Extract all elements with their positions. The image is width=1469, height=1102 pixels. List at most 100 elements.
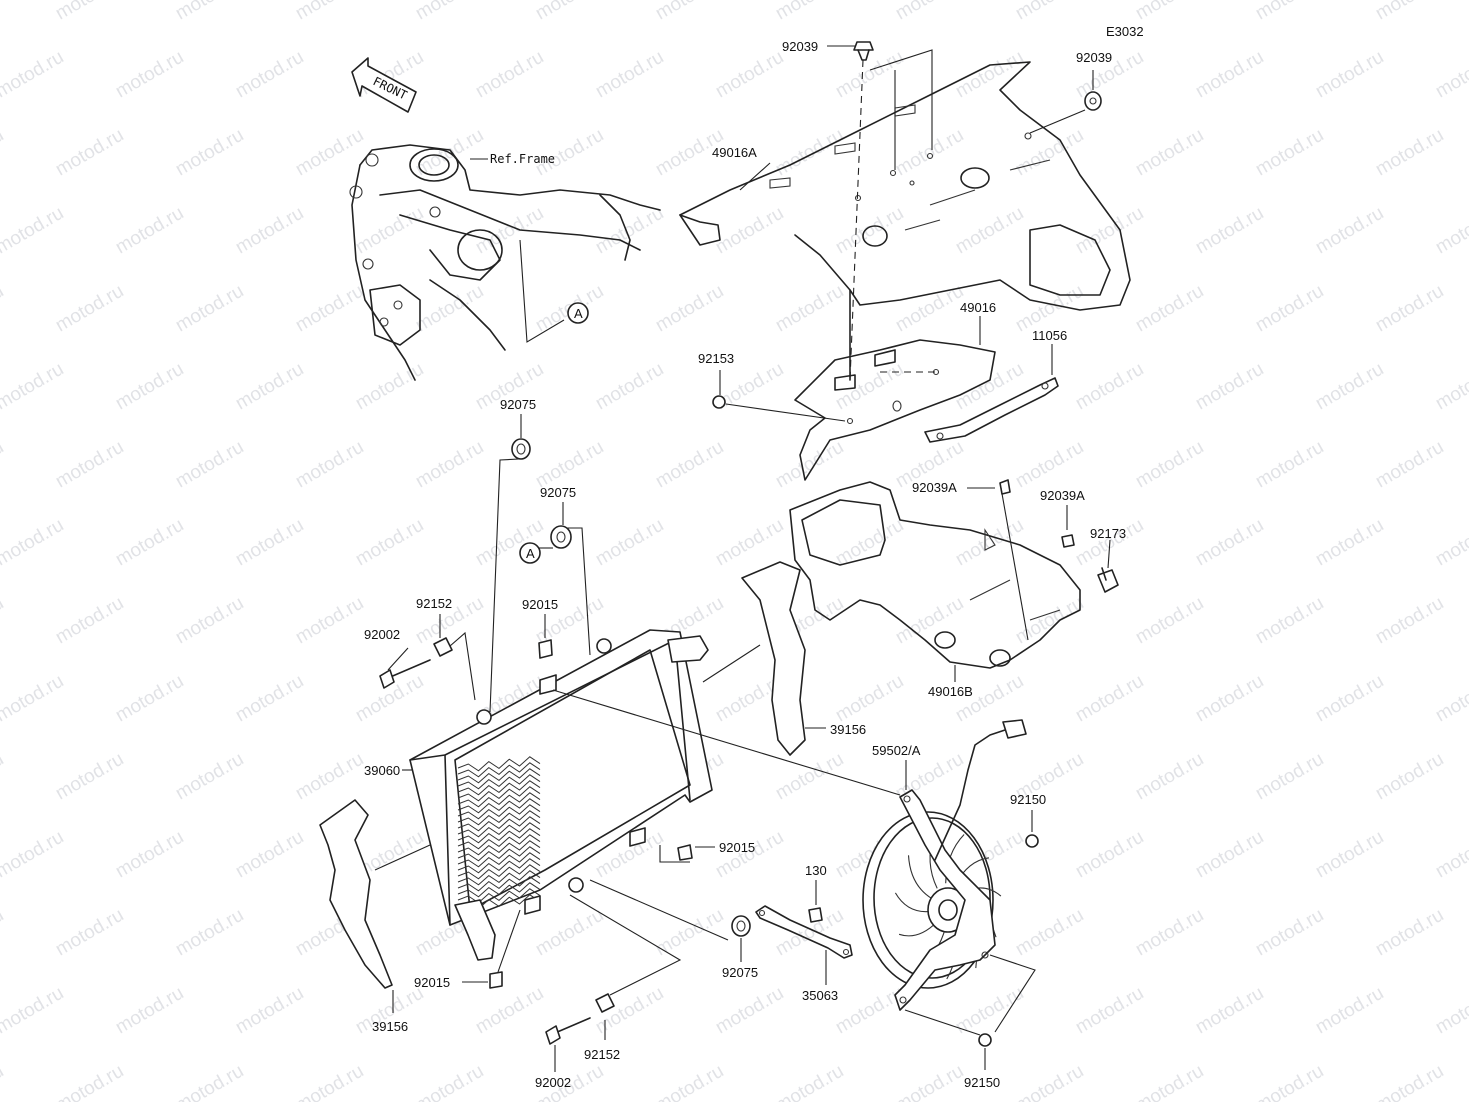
watermark-text: motod.ru	[952, 515, 1027, 571]
watermark-text: motod.ru	[1372, 1061, 1447, 1102]
side-cover-39156-left	[319, 799, 393, 989]
watermark-text: motod.ru	[1372, 281, 1447, 337]
leader-lines	[374, 45, 1111, 1072]
label-92015-mid: 92015	[719, 840, 755, 855]
watermark-text: motod.ru	[0, 203, 67, 259]
label-92075-c: 92075	[722, 965, 758, 980]
watermark-text: motod.ru	[1252, 281, 1327, 337]
watermark-text: motod.ru	[0, 593, 7, 649]
watermark-text: motod.ru	[1252, 749, 1327, 805]
radiator-fins	[457, 756, 541, 910]
label-92153: 92153	[698, 351, 734, 366]
watermark-text: motod.ru	[1132, 0, 1207, 24]
callout-a-lower: A	[519, 542, 541, 564]
label-92039-top: 92039	[782, 39, 818, 54]
watermark-text: motod.ru	[292, 437, 367, 493]
watermark-text: motod.ru	[892, 1061, 967, 1102]
watermark-text: motod.ru	[232, 203, 307, 259]
bracket-35063	[755, 905, 853, 959]
watermark-text: motod.ru	[0, 905, 7, 961]
watermark-text: motod.ru	[1072, 359, 1147, 415]
label-92015-bottom: 92015	[414, 975, 450, 990]
label-92150-upper: 92150	[1010, 792, 1046, 807]
watermark-text: motod.ru	[712, 203, 787, 259]
watermark-text: motod.ru	[1132, 125, 1207, 181]
watermark-text: motod.ru	[112, 671, 187, 727]
label-59502a: 59502/A	[872, 743, 921, 758]
label-11056: 11056	[1032, 328, 1067, 343]
ref-frame-label: Ref.Frame	[490, 152, 555, 166]
label-92075-a: 92075	[500, 397, 536, 412]
watermark-text: motod.ru	[532, 437, 607, 493]
frame-drawing: Ref.Frame A	[349, 144, 661, 381]
radiator-fin	[457, 822, 541, 838]
watermark-text: motod.ru	[0, 1061, 7, 1102]
watermark-text: motod.ru	[412, 437, 487, 493]
watermark-text: motod.ru	[592, 359, 667, 415]
label-92002-top: 92002	[364, 627, 400, 642]
watermark-text: motod.ru	[112, 827, 187, 883]
watermark-text: motod.ru	[592, 203, 667, 259]
watermark-text: motod.ru	[472, 983, 547, 1039]
watermark-text: motod.ru	[0, 359, 67, 415]
radiator-fin	[457, 780, 541, 796]
part-labels: E3032 92039 92039 49016A 49016 11056 921…	[364, 24, 1144, 1090]
radiator-fin	[457, 768, 541, 784]
watermark-text: motod.ru	[1252, 437, 1327, 493]
watermark-text: motod.ru	[1012, 437, 1087, 493]
watermark-text: motod.ru	[1312, 827, 1387, 883]
watermark-text: motod.ru	[1252, 593, 1327, 649]
watermark-text: motod.ru	[232, 515, 307, 571]
watermark-text: motod.ru	[652, 0, 727, 24]
watermark-text: motod.ru	[1432, 203, 1469, 259]
watermark-text: motod.ru	[0, 0, 7, 24]
watermark-text: motod.ru	[1192, 983, 1267, 1039]
watermark-text: motod.ru	[172, 125, 247, 181]
watermark-text: motod.ru	[772, 125, 847, 181]
watermark-text: motod.ru	[1252, 1061, 1327, 1102]
watermark-text: motod.ru	[1132, 749, 1207, 805]
radiator-fin	[457, 792, 541, 808]
watermark-text: motod.ru	[1192, 671, 1267, 727]
radiator-fin	[457, 864, 541, 880]
watermark-text: motod.ru	[112, 983, 187, 1039]
watermark-text: motod.ru	[772, 281, 847, 337]
watermark-text: motod.ru	[832, 359, 907, 415]
watermark-text: motod.ru	[172, 281, 247, 337]
watermark-text: motod.ru	[112, 359, 187, 415]
watermark-text: motod.ru	[352, 515, 427, 571]
radiator-fin	[457, 882, 541, 898]
watermark-text: motod.ru	[1252, 0, 1327, 24]
watermark-text: motod.ru	[352, 359, 427, 415]
watermark-text: motod.ru	[472, 515, 547, 571]
watermark-text: motod.ru	[232, 671, 307, 727]
watermark-text: motod.ru	[172, 437, 247, 493]
watermark-text: motod.ru	[1012, 593, 1087, 649]
radiator-fin	[457, 804, 541, 820]
watermark-text: motod.ru	[52, 749, 127, 805]
radiator-fin	[457, 846, 541, 862]
watermark-text: motod.ru	[1072, 827, 1147, 883]
watermark-text: motod.ru	[1132, 437, 1207, 493]
label-92002-bottom: 92002	[535, 1075, 571, 1090]
watermark-text: motod.ru	[892, 593, 967, 649]
label-92039a-a: 92039A	[912, 480, 957, 495]
watermark-text: motod.ru	[772, 749, 847, 805]
watermark-text: motod.ru	[1372, 0, 1447, 24]
watermark-text: motod.ru	[0, 827, 67, 883]
watermark-text: motod.ru	[1072, 203, 1147, 259]
watermark-text: motod.ru	[1012, 905, 1087, 961]
watermark-text: motod.ru	[292, 749, 367, 805]
watermark-text: motod.ru	[172, 593, 247, 649]
watermark-text: motod.ru	[472, 47, 547, 103]
watermark-text: motod.ru	[1312, 983, 1387, 1039]
watermark-text: motod.ru	[832, 203, 907, 259]
watermark-text: motod.ru	[952, 203, 1027, 259]
watermark-text: motod.ru	[1432, 515, 1469, 571]
fan-59502a	[862, 719, 1027, 1011]
watermark-text: motod.ru	[532, 0, 607, 24]
watermark-text: motod.ru	[832, 671, 907, 727]
watermark-text: motod.ru	[712, 515, 787, 571]
watermark-text: motod.ru	[0, 281, 7, 337]
